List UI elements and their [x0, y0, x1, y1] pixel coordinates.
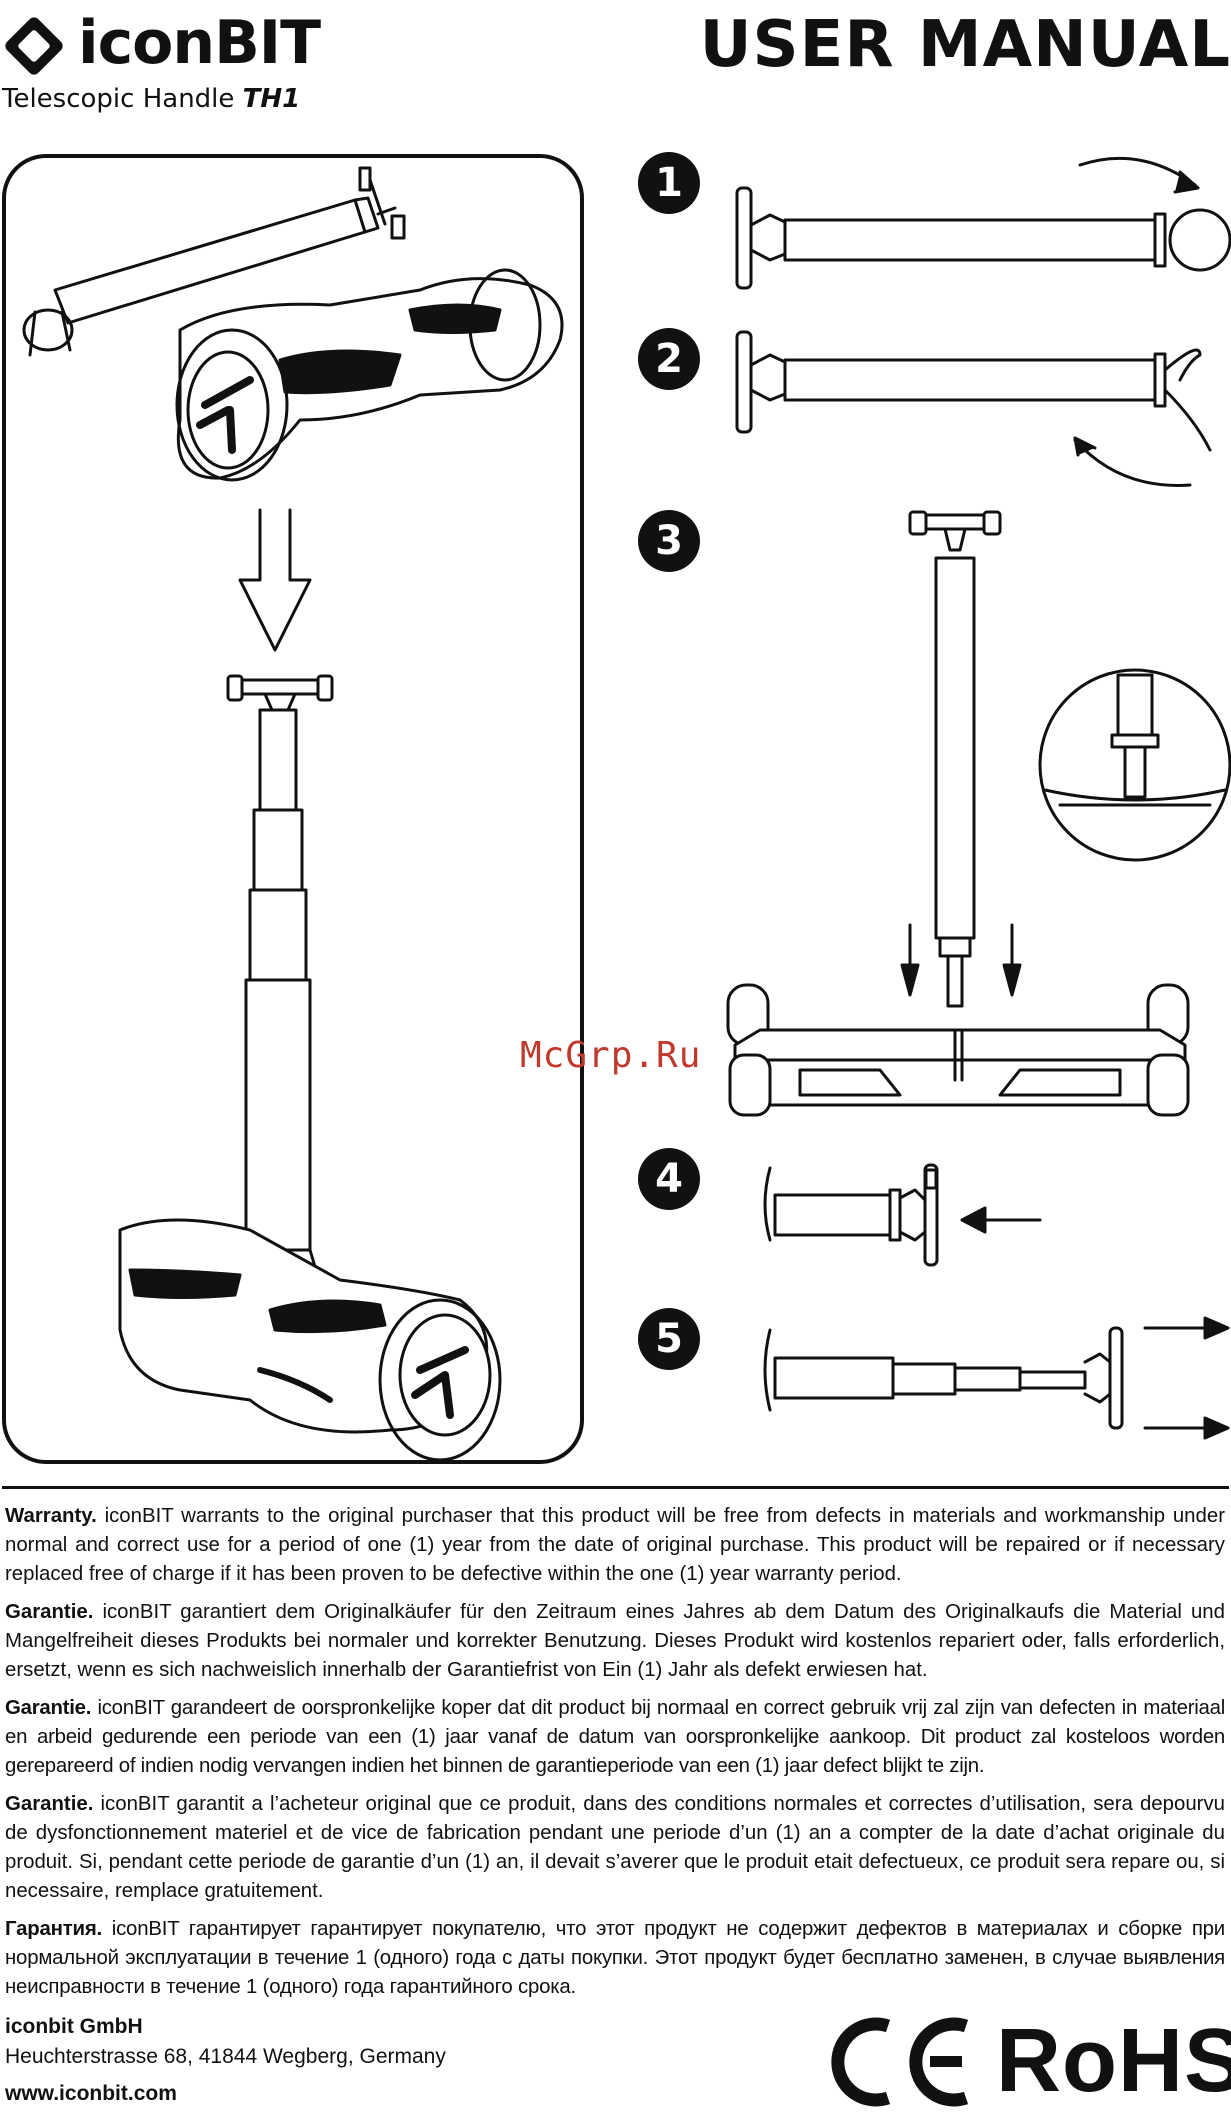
hoverboard-front-icon — [726, 983, 1190, 1117]
warranty-paragraph-fr: Garantie. iconBIT garantit a l’acheteur … — [5, 1790, 1225, 1906]
steps-illustration — [726, 156, 1231, 1440]
hoverboard-icon — [118, 1218, 502, 1462]
warranty-text: iconBIT garantit a l’acheteur original q… — [5, 1793, 1225, 1902]
assembled-handle-icon — [226, 674, 334, 1272]
warranty-text: iconBIT garantiert dem Originalkäufer fü… — [5, 1601, 1225, 1681]
step-badge: 2 — [638, 328, 700, 390]
warranty-lead: Warranty. — [5, 1505, 97, 1527]
step-badge: 3 — [638, 510, 700, 572]
warranty-section: Warranty. iconBIT warrants to the origin… — [5, 1502, 1225, 2011]
warranty-text: iconBIT гарантирует гарантирует покупате… — [5, 1918, 1225, 1998]
arrow-down-icon — [1002, 923, 1022, 997]
section-divider — [2, 1486, 1229, 1489]
rohs-mark: RoHS — [996, 2011, 1231, 2111]
handle-insert-icon — [900, 510, 1231, 1008]
handle-lock-icon — [763, 1163, 1042, 1267]
arrow-down-icon — [238, 508, 312, 652]
warranty-text: iconBIT warrants to the original purchas… — [5, 1505, 1225, 1585]
assembly-overview-panel — [2, 154, 584, 1464]
step-badge: 5 — [638, 1308, 700, 1370]
handle-clamp-open-icon — [735, 330, 1212, 487]
brand-name: iconBIT — [78, 8, 321, 78]
hoverboard-icon — [175, 268, 564, 482]
handle-extend-icon — [763, 1316, 1230, 1440]
website-link[interactable]: www.iconbit.com — [5, 2082, 177, 2105]
ce-mark-icon — [831, 2017, 969, 2107]
product-subtitle: Telescopic Handle TH1 — [2, 84, 300, 114]
manual-title: USER MANUAL — [699, 8, 1231, 82]
warranty-lead: Garantie. — [5, 1793, 94, 1815]
step-badge: 1 — [638, 152, 700, 214]
iconbit-logo — [5, 17, 63, 75]
handle-clamp-closed-icon — [735, 156, 1231, 290]
warranty-text: iconBIT garandeert de oorspronkelijke ko… — [5, 1697, 1225, 1777]
warranty-lead: Garantie. — [5, 1697, 92, 1719]
watermark: McGrp.Ru — [520, 1035, 702, 1076]
company-name: iconbit GmbH — [5, 2015, 143, 2038]
warranty-lead: Garantie. — [5, 1601, 94, 1623]
warranty-lead: Гарантия. — [5, 1918, 103, 1940]
product-name: Telescopic Handle — [2, 84, 235, 114]
arrow-down-icon — [900, 923, 920, 997]
warranty-paragraph-de: Garantie. iconBIT garantiert dem Origina… — [5, 1598, 1225, 1685]
company-address: Heuchterstrasse 68, 41844 Wegberg, Germa… — [5, 2045, 446, 2068]
step-badge: 4 — [638, 1148, 700, 1210]
product-model: TH1 — [242, 84, 301, 114]
company-info: iconbit GmbH Heuchterstrasse 68, 41844 W… — [5, 2012, 446, 2072]
warranty-paragraph-nl: Garantie. iconBIT garandeert de oorspron… — [5, 1694, 1225, 1781]
warranty-paragraph-ru: Гарантия. iconBIT гарантирует гарантируе… — [5, 1915, 1225, 2002]
diamond-logo-icon — [5, 17, 63, 75]
assembly-overview-illustration — [22, 166, 564, 1462]
warranty-paragraph-en: Warranty. iconBIT warrants to the origin… — [5, 1502, 1225, 1589]
detached-handle-icon — [22, 166, 406, 357]
